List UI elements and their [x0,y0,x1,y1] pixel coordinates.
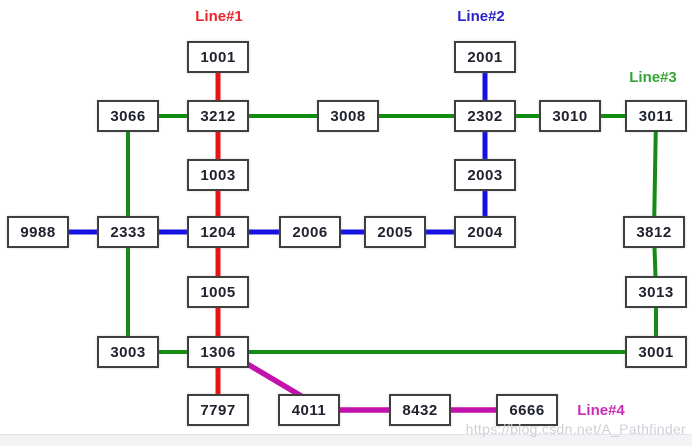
node-3011: 3011 [625,100,687,132]
node-3212: 3212 [187,100,249,132]
csdn-watermark: https://blog.csdn.net/A_Pathfinder [465,421,686,437]
node-4011: 4011 [278,394,340,426]
node-2333: 2333 [97,216,159,248]
node-3010: 3010 [539,100,601,132]
node-3013: 3013 [625,276,687,308]
node-3008: 3008 [317,100,379,132]
node-3003: 3003 [97,336,159,368]
edge-3011-3812 [652,115,658,233]
node-8432: 8432 [389,394,451,426]
line-label-line4: Line#4 [577,402,625,419]
node-3001: 3001 [625,336,687,368]
node-6666: 6666 [496,394,558,426]
node-3812: 3812 [623,216,685,248]
node-2003: 2003 [454,159,516,191]
line-label-line1: Line#1 [195,8,243,25]
node-1001: 1001 [187,41,249,73]
node-2004: 2004 [454,216,516,248]
line-label-line2: Line#2 [457,8,505,25]
node-1204: 1204 [187,216,249,248]
node-1306: 1306 [187,336,249,368]
bottom-strip [0,434,692,446]
node-7797: 7797 [187,394,249,426]
edge-line4-segment [242,359,310,403]
node-2001: 2001 [454,41,516,73]
node-2302: 2302 [454,100,516,132]
node-3066: 3066 [97,100,159,132]
node-1005: 1005 [187,276,249,308]
node-2006: 2006 [279,216,341,248]
node-9988: 9988 [7,216,69,248]
node-1003: 1003 [187,159,249,191]
node-2005: 2005 [364,216,426,248]
line-label-line3: Line#3 [629,69,677,86]
